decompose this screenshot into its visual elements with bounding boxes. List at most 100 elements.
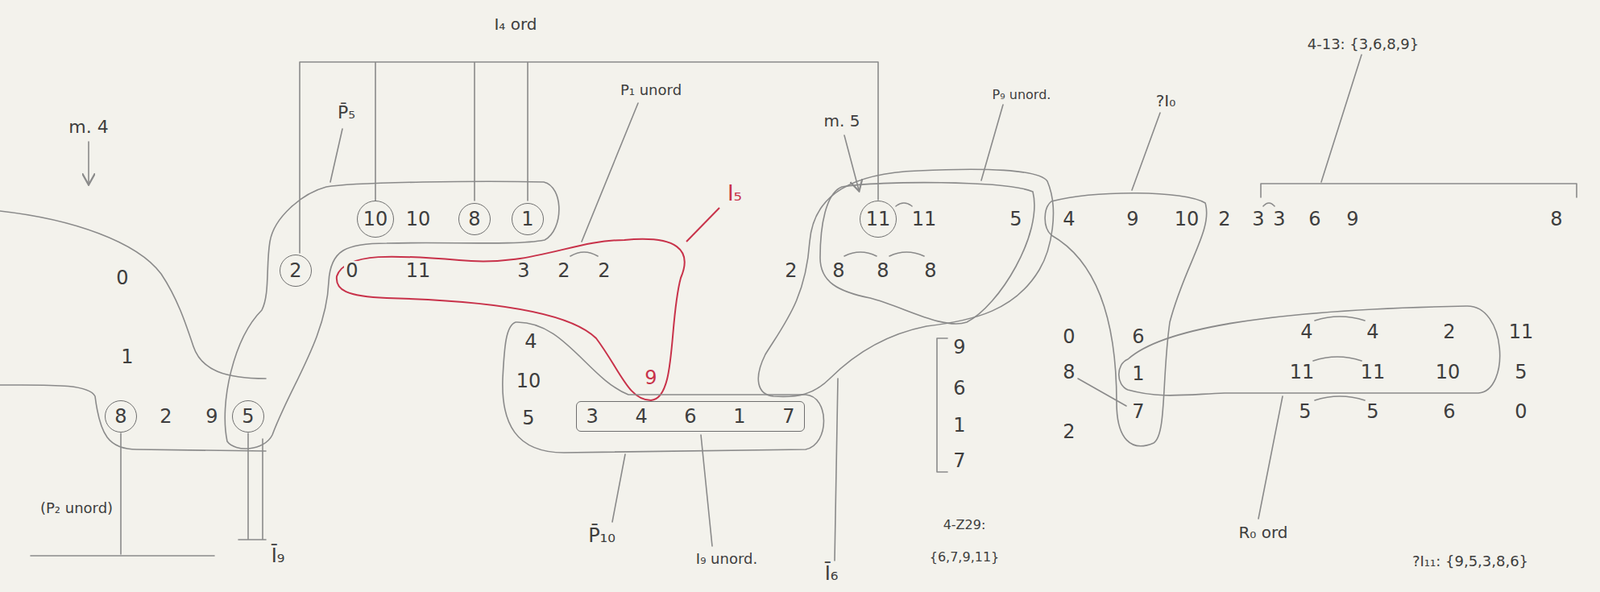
pitch-number: 5 — [241, 406, 254, 427]
pencil-loop — [1119, 306, 1501, 396]
pitch-number: 8 — [114, 406, 127, 427]
annotation-text: 6 — [951, 378, 967, 398]
pitch-number: 3 4 6 1 7 — [586, 406, 796, 427]
annotation-text: 2 — [783, 261, 799, 281]
annotation-text: P̄₅ — [335, 103, 357, 122]
annotation-text: 3 — [1271, 209, 1287, 229]
annotation-text: 11 — [1359, 362, 1388, 382]
leader-line — [1077, 378, 1127, 407]
annotation-text: Ī₉ — [269, 546, 287, 566]
annotation-text: 0 — [344, 261, 360, 281]
annotation-text: Ī₆ — [823, 563, 841, 584]
leader-line — [834, 378, 838, 561]
circled-pitch: 10 — [356, 200, 395, 239]
annotation-text: 4 — [1298, 322, 1314, 342]
pencil-loop — [1044, 193, 1207, 447]
annotation-text: 6 — [1306, 209, 1323, 229]
annotation-text: 0 — [1061, 327, 1077, 347]
annotation-text: 5 — [1007, 209, 1024, 229]
annotation-text: 1 — [951, 415, 967, 436]
annotation-text: 6 — [1130, 327, 1146, 347]
leader-line — [981, 104, 1004, 181]
highlight-loop — [336, 239, 685, 401]
leader-line — [612, 454, 626, 523]
annotation-text: 2 — [555, 261, 572, 281]
annotation-text: 1 — [1130, 364, 1146, 384]
leader-line — [581, 103, 639, 242]
annotation-text: (P₂ unord) — [38, 501, 115, 516]
annotation-text: 10 — [514, 371, 544, 391]
leader-line — [30, 433, 215, 556]
pitch-number: 8 — [468, 209, 481, 229]
annotation-text: 8 — [922, 261, 938, 281]
pitch-number: 10 — [363, 209, 389, 229]
annotation-text: I₅ — [725, 182, 744, 204]
annotation-text: 0 — [1512, 402, 1529, 422]
annotation-text: ?I₁₁: {9,5,3,8,6} — [1410, 554, 1530, 569]
annotation-text: 9 — [1344, 209, 1360, 229]
annotation-text: 2 — [1216, 209, 1232, 229]
pitch-number: 1 — [521, 209, 534, 229]
annotation-text: I₄ ord — [492, 16, 539, 33]
annotation-text: 7 — [1130, 402, 1146, 422]
annotation-text: 9 — [203, 406, 220, 427]
annotation-text: I₉ unord. — [694, 551, 759, 567]
annotation-text: {6,7,9,11} — [928, 551, 1002, 564]
annotation-text: 3 — [515, 261, 531, 281]
pencil-loop — [0, 211, 266, 379]
annotation-text: 4 — [1061, 209, 1077, 229]
bracket-line — [936, 338, 948, 473]
annotation-text: 7 — [951, 451, 967, 471]
annotation-text: 2 — [1061, 422, 1077, 442]
annotation-text: 1 — [119, 347, 135, 367]
measure-arrow — [87, 141, 90, 184]
pencil-loop — [224, 181, 560, 449]
annotation-text: 5 — [1512, 362, 1529, 382]
annotation-text: 8 — [1061, 362, 1077, 382]
pitch-box: 3 4 6 1 7 — [576, 401, 806, 432]
leader-line — [700, 435, 713, 547]
annotation-text: 0 — [114, 268, 130, 288]
annotation-text: 9 — [951, 337, 967, 357]
annotation-text: R₀ ord — [1236, 524, 1290, 541]
pencil-loop — [502, 322, 825, 453]
annotation-text: 9 — [1124, 209, 1140, 229]
annotation-text: 10 — [1434, 362, 1463, 382]
bracket-line — [299, 62, 879, 253]
annotation-text: 3 — [1250, 209, 1266, 229]
leader-line — [1131, 112, 1161, 191]
annotation-text: 6 — [1441, 402, 1457, 422]
annotation-text: 2 — [1441, 322, 1457, 342]
annotation-text: 4 — [522, 331, 539, 352]
pitch-number: 2 — [289, 261, 302, 281]
circled-pitch: 11 — [859, 200, 898, 239]
annotation-text: ?I₀ — [1154, 92, 1178, 109]
annotation-text: 9 — [642, 368, 659, 388]
circled-pitch: 5 — [232, 400, 265, 433]
bracket-line — [1260, 54, 1577, 198]
annotation-text: P₉ unord. — [990, 88, 1053, 102]
circled-pitch: 2 — [279, 254, 312, 287]
annotation-text: 8 — [1548, 209, 1564, 229]
pitch-number: 11 — [866, 209, 892, 229]
annotation-text: 11 — [1507, 322, 1536, 342]
leader-line — [686, 207, 720, 242]
annotation-text: 5 — [1364, 402, 1381, 422]
annotation-text: 10 — [404, 209, 433, 229]
annotation-text: 2 — [157, 406, 174, 427]
tie-arc — [570, 203, 1365, 401]
leader-line — [330, 128, 343, 183]
circled-pitch: 8 — [458, 203, 491, 236]
annotation-text: 2 — [596, 261, 612, 281]
leader-line — [238, 433, 266, 540]
annotation-text: 11 — [910, 209, 939, 229]
annotation-text: m. 4 — [66, 118, 110, 137]
annotation-text: 8 — [874, 261, 891, 281]
annotation-text: P̄₁₀ — [586, 526, 618, 546]
leader-line — [1258, 396, 1283, 519]
annotation-text: 11 — [404, 261, 433, 281]
annotation-text: m. 5 — [822, 112, 863, 129]
circled-pitch: 1 — [511, 203, 544, 236]
